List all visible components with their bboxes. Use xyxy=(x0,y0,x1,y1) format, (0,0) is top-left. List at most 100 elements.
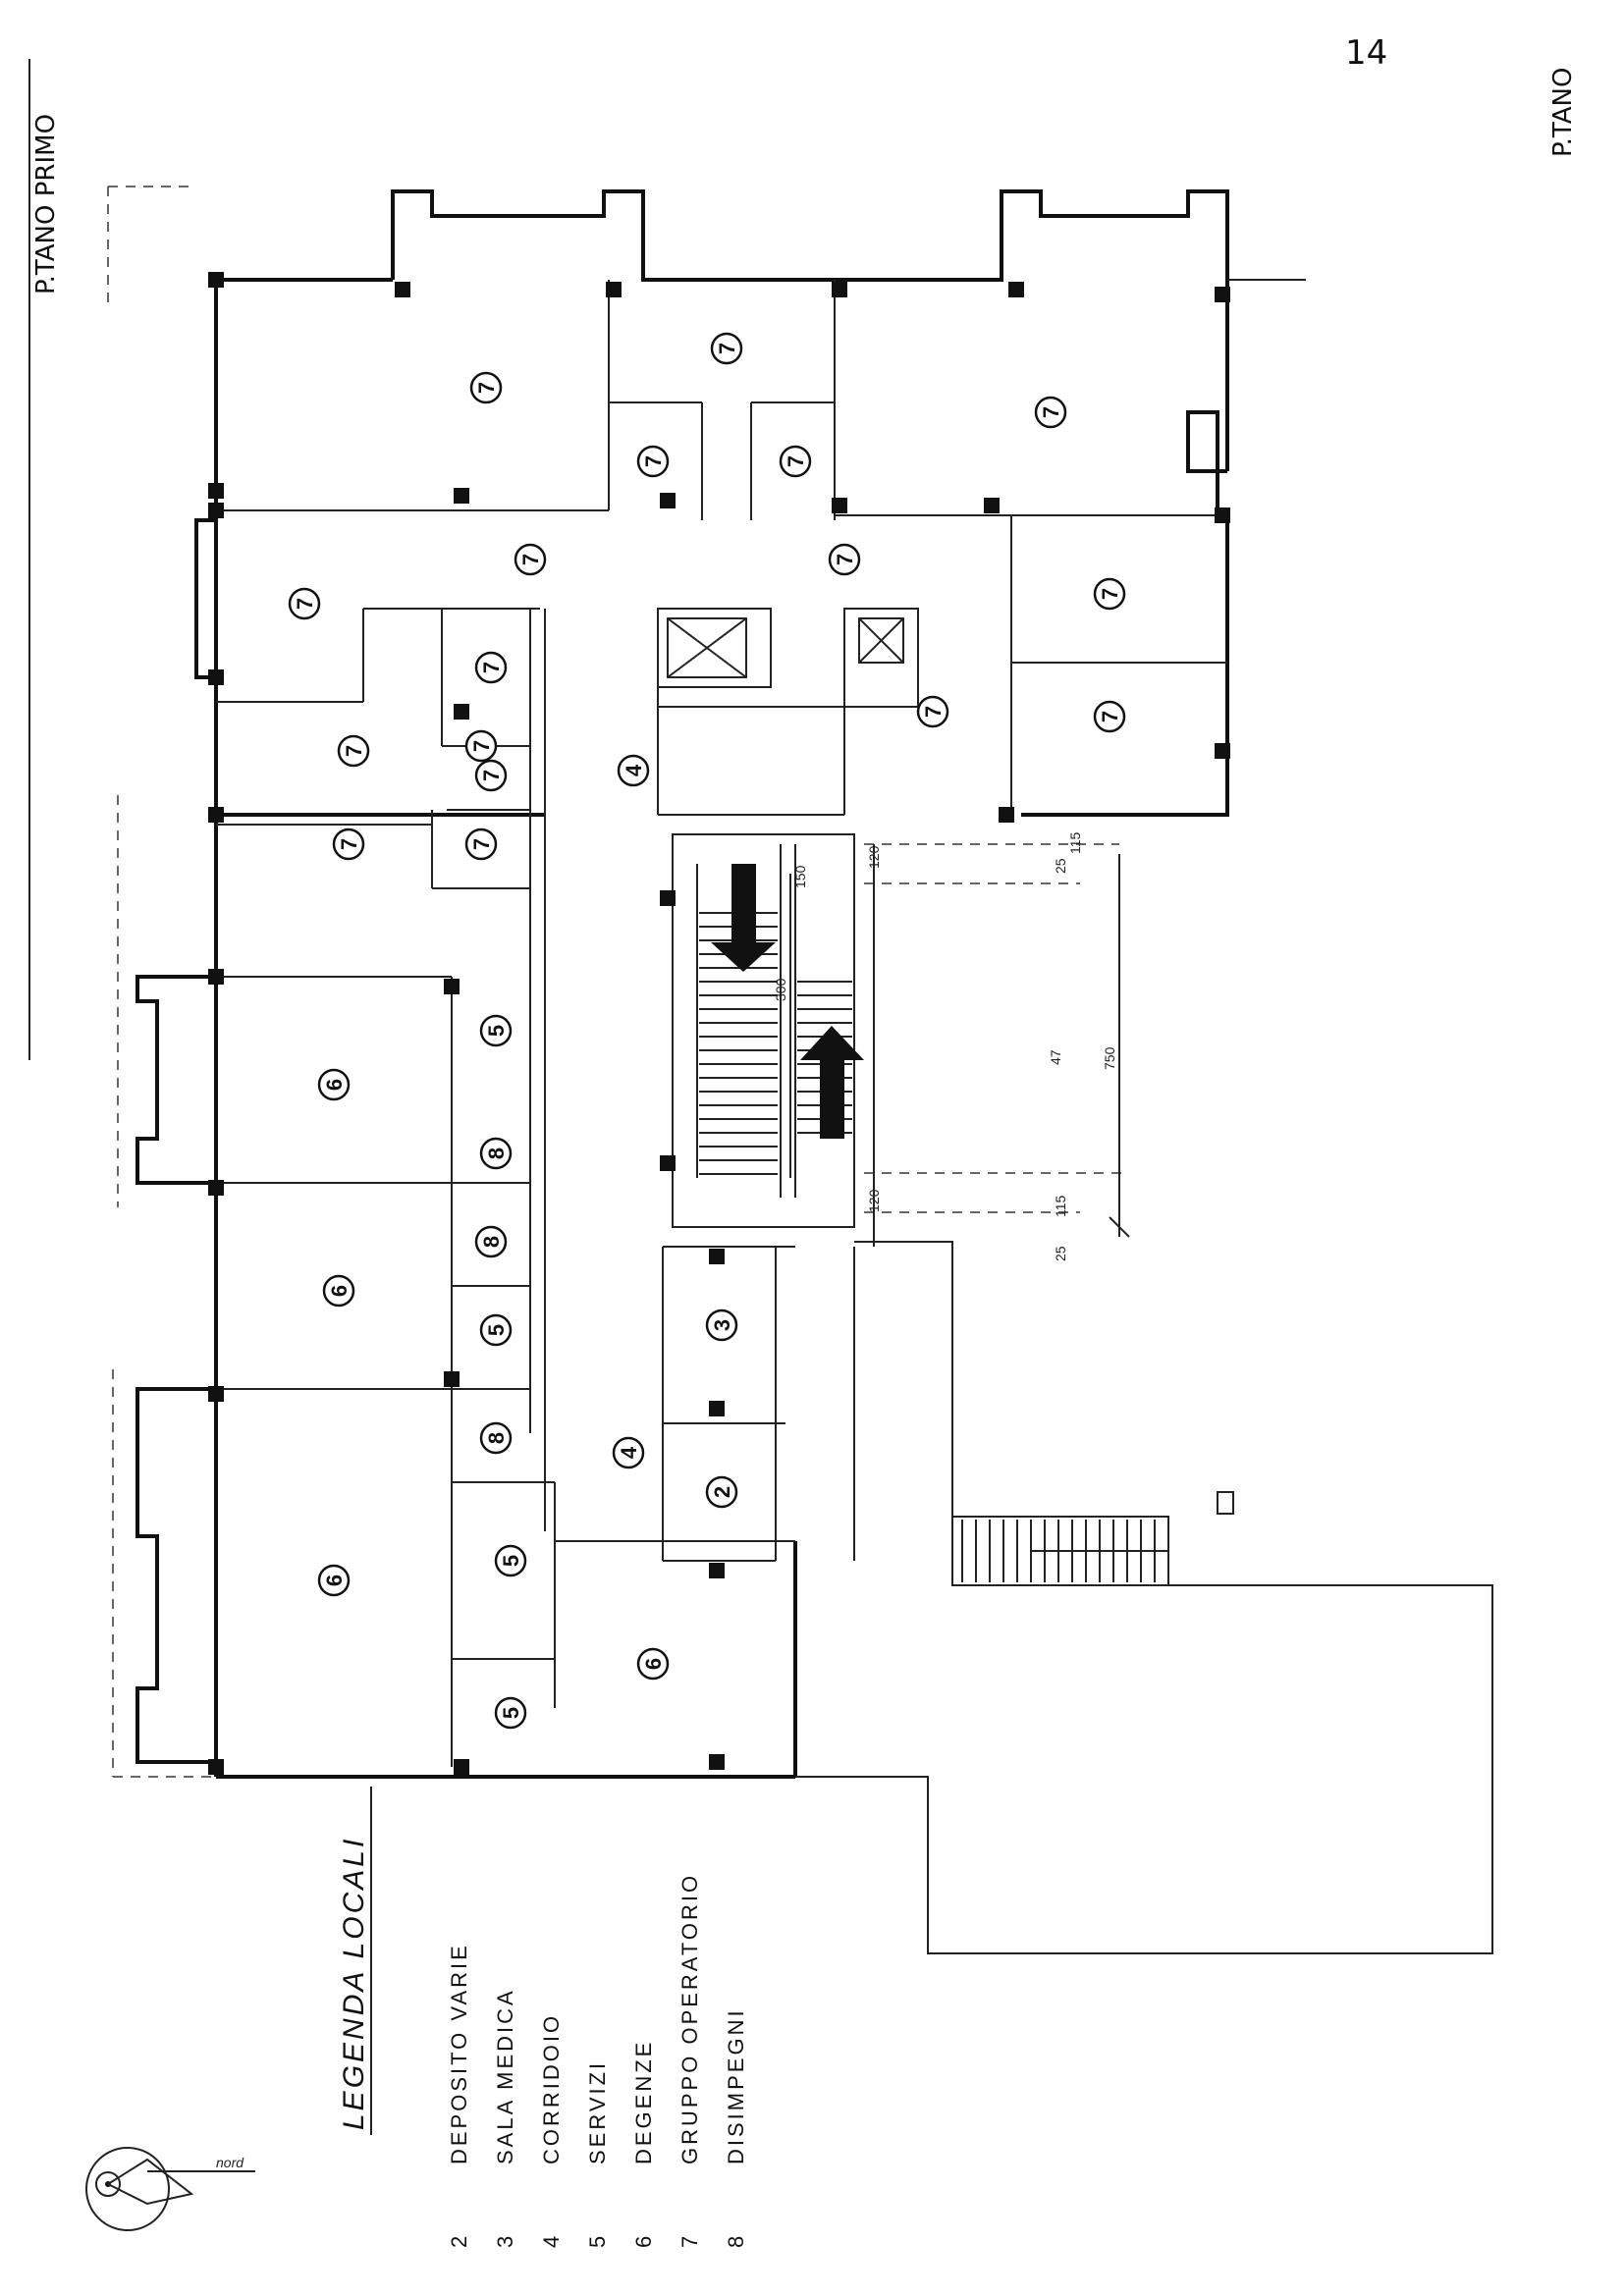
room-number: 8 xyxy=(484,1432,509,1444)
legend-item-number: 8 xyxy=(724,2233,748,2248)
legend-item: 8 DISIMPEGNI xyxy=(724,2007,748,2248)
room-label: 7 xyxy=(464,729,498,763)
room-number: 7 xyxy=(641,455,666,467)
room-number: 4 xyxy=(617,1446,641,1459)
pillar xyxy=(395,282,410,297)
room-label: 2 xyxy=(705,1475,738,1509)
pillar xyxy=(1215,287,1230,302)
room-label: 7 xyxy=(828,543,861,576)
room-label: 7 xyxy=(332,828,365,861)
room-label: 6 xyxy=(636,1647,670,1681)
room-number: 6 xyxy=(322,1079,347,1091)
legend-item-number: 7 xyxy=(677,2233,702,2248)
margin-note-right: P.TANO xyxy=(1548,68,1578,157)
room-label: 7 xyxy=(779,445,812,478)
room-number: 4 xyxy=(622,764,646,776)
room-number: 7 xyxy=(469,838,494,850)
room-label: 4 xyxy=(617,754,650,787)
room-number: 7 xyxy=(342,745,366,757)
room-label: 5 xyxy=(494,1544,527,1577)
pillar xyxy=(208,272,224,288)
interior-walls xyxy=(216,280,1227,1767)
room-number: 5 xyxy=(484,1025,509,1037)
room-number: 7 xyxy=(337,838,361,850)
room-number: 5 xyxy=(484,1324,509,1336)
legend-item-label: DEPOSITO VARIE xyxy=(447,1943,471,2164)
dim-750: 750 xyxy=(1102,1046,1117,1070)
room-label: 7 xyxy=(288,587,321,620)
dim-115-top: 115 xyxy=(1067,831,1083,854)
room-number: 7 xyxy=(1039,406,1063,418)
room-number: 7 xyxy=(921,706,946,718)
room-label: 6 xyxy=(322,1274,355,1308)
dim-25-bottom: 25 xyxy=(1053,1246,1068,1261)
legend-item-number: 2 xyxy=(447,2233,471,2248)
legend-item-label: CORRIDOIO xyxy=(539,2013,564,2164)
pillar xyxy=(709,1563,725,1578)
room-label: 7 xyxy=(337,734,370,768)
pillar xyxy=(208,1759,224,1775)
pillar xyxy=(660,493,676,508)
room-label: 7 xyxy=(469,371,503,404)
room-number: 7 xyxy=(833,554,857,565)
legend-item: 2 DEPOSITO VARIE xyxy=(447,1943,471,2248)
room-number: 5 xyxy=(499,1555,523,1567)
room-number: 8 xyxy=(484,1148,509,1159)
room-label: 7 xyxy=(474,759,508,792)
room-label: 7 xyxy=(474,651,508,684)
room-number: 7 xyxy=(479,662,504,673)
legend-item-number: 6 xyxy=(631,2233,656,2248)
pillar xyxy=(454,1759,469,1775)
pillar xyxy=(709,1754,725,1770)
room-number: 7 xyxy=(784,455,808,467)
structural-pillars xyxy=(208,272,1230,1775)
pillar xyxy=(1008,282,1024,297)
dim-120-top: 120 xyxy=(866,845,882,869)
pillar xyxy=(208,669,224,685)
room-number: 7 xyxy=(1098,588,1122,600)
legend-item-label: SERVIZI xyxy=(585,2060,610,2164)
legend-item-number: 4 xyxy=(539,2233,564,2248)
north-arrow: nord xyxy=(85,2147,255,2231)
terrace-outline xyxy=(795,1241,1493,1954)
room-number: 7 xyxy=(293,598,317,610)
room-number: 7 xyxy=(479,770,504,781)
legend-item: 7 GRUPPO OPERATORIO xyxy=(677,1873,702,2248)
room-number: 3 xyxy=(710,1319,734,1331)
pillar xyxy=(454,704,469,720)
pillar xyxy=(709,1249,725,1264)
room-label: 7 xyxy=(514,543,547,576)
main-staircase xyxy=(672,833,864,1228)
room-label: 6 xyxy=(317,1564,351,1597)
room-number: 6 xyxy=(322,1575,347,1586)
room-number: 7 xyxy=(518,554,543,565)
legend-item-label: SALA MEDICA xyxy=(493,1988,517,2164)
legend-item-label: DISIMPEGNI xyxy=(724,2007,748,2164)
room-label: 5 xyxy=(494,1696,527,1730)
pillar xyxy=(660,1155,676,1171)
legend-title: LEGENDA LOCALI xyxy=(338,1837,370,2130)
room-number: 7 xyxy=(474,382,499,394)
pillar xyxy=(208,1386,224,1402)
room-number: 6 xyxy=(327,1285,352,1297)
dim-25-top: 25 xyxy=(1053,858,1068,874)
pillar xyxy=(1215,507,1230,523)
pillar xyxy=(606,282,622,297)
pillar xyxy=(208,969,224,985)
pillar xyxy=(660,890,676,906)
pillar xyxy=(208,483,224,499)
room-label: 7 xyxy=(1093,700,1126,733)
pillar xyxy=(208,1180,224,1196)
dim-47: 47 xyxy=(1048,1049,1063,1065)
legend-item-label: GRUPPO OPERATORIO xyxy=(677,1873,702,2164)
pillar xyxy=(1215,743,1230,759)
room-label: 7 xyxy=(710,332,743,365)
room-label: 6 xyxy=(317,1068,351,1101)
room-label: 7 xyxy=(916,695,949,728)
